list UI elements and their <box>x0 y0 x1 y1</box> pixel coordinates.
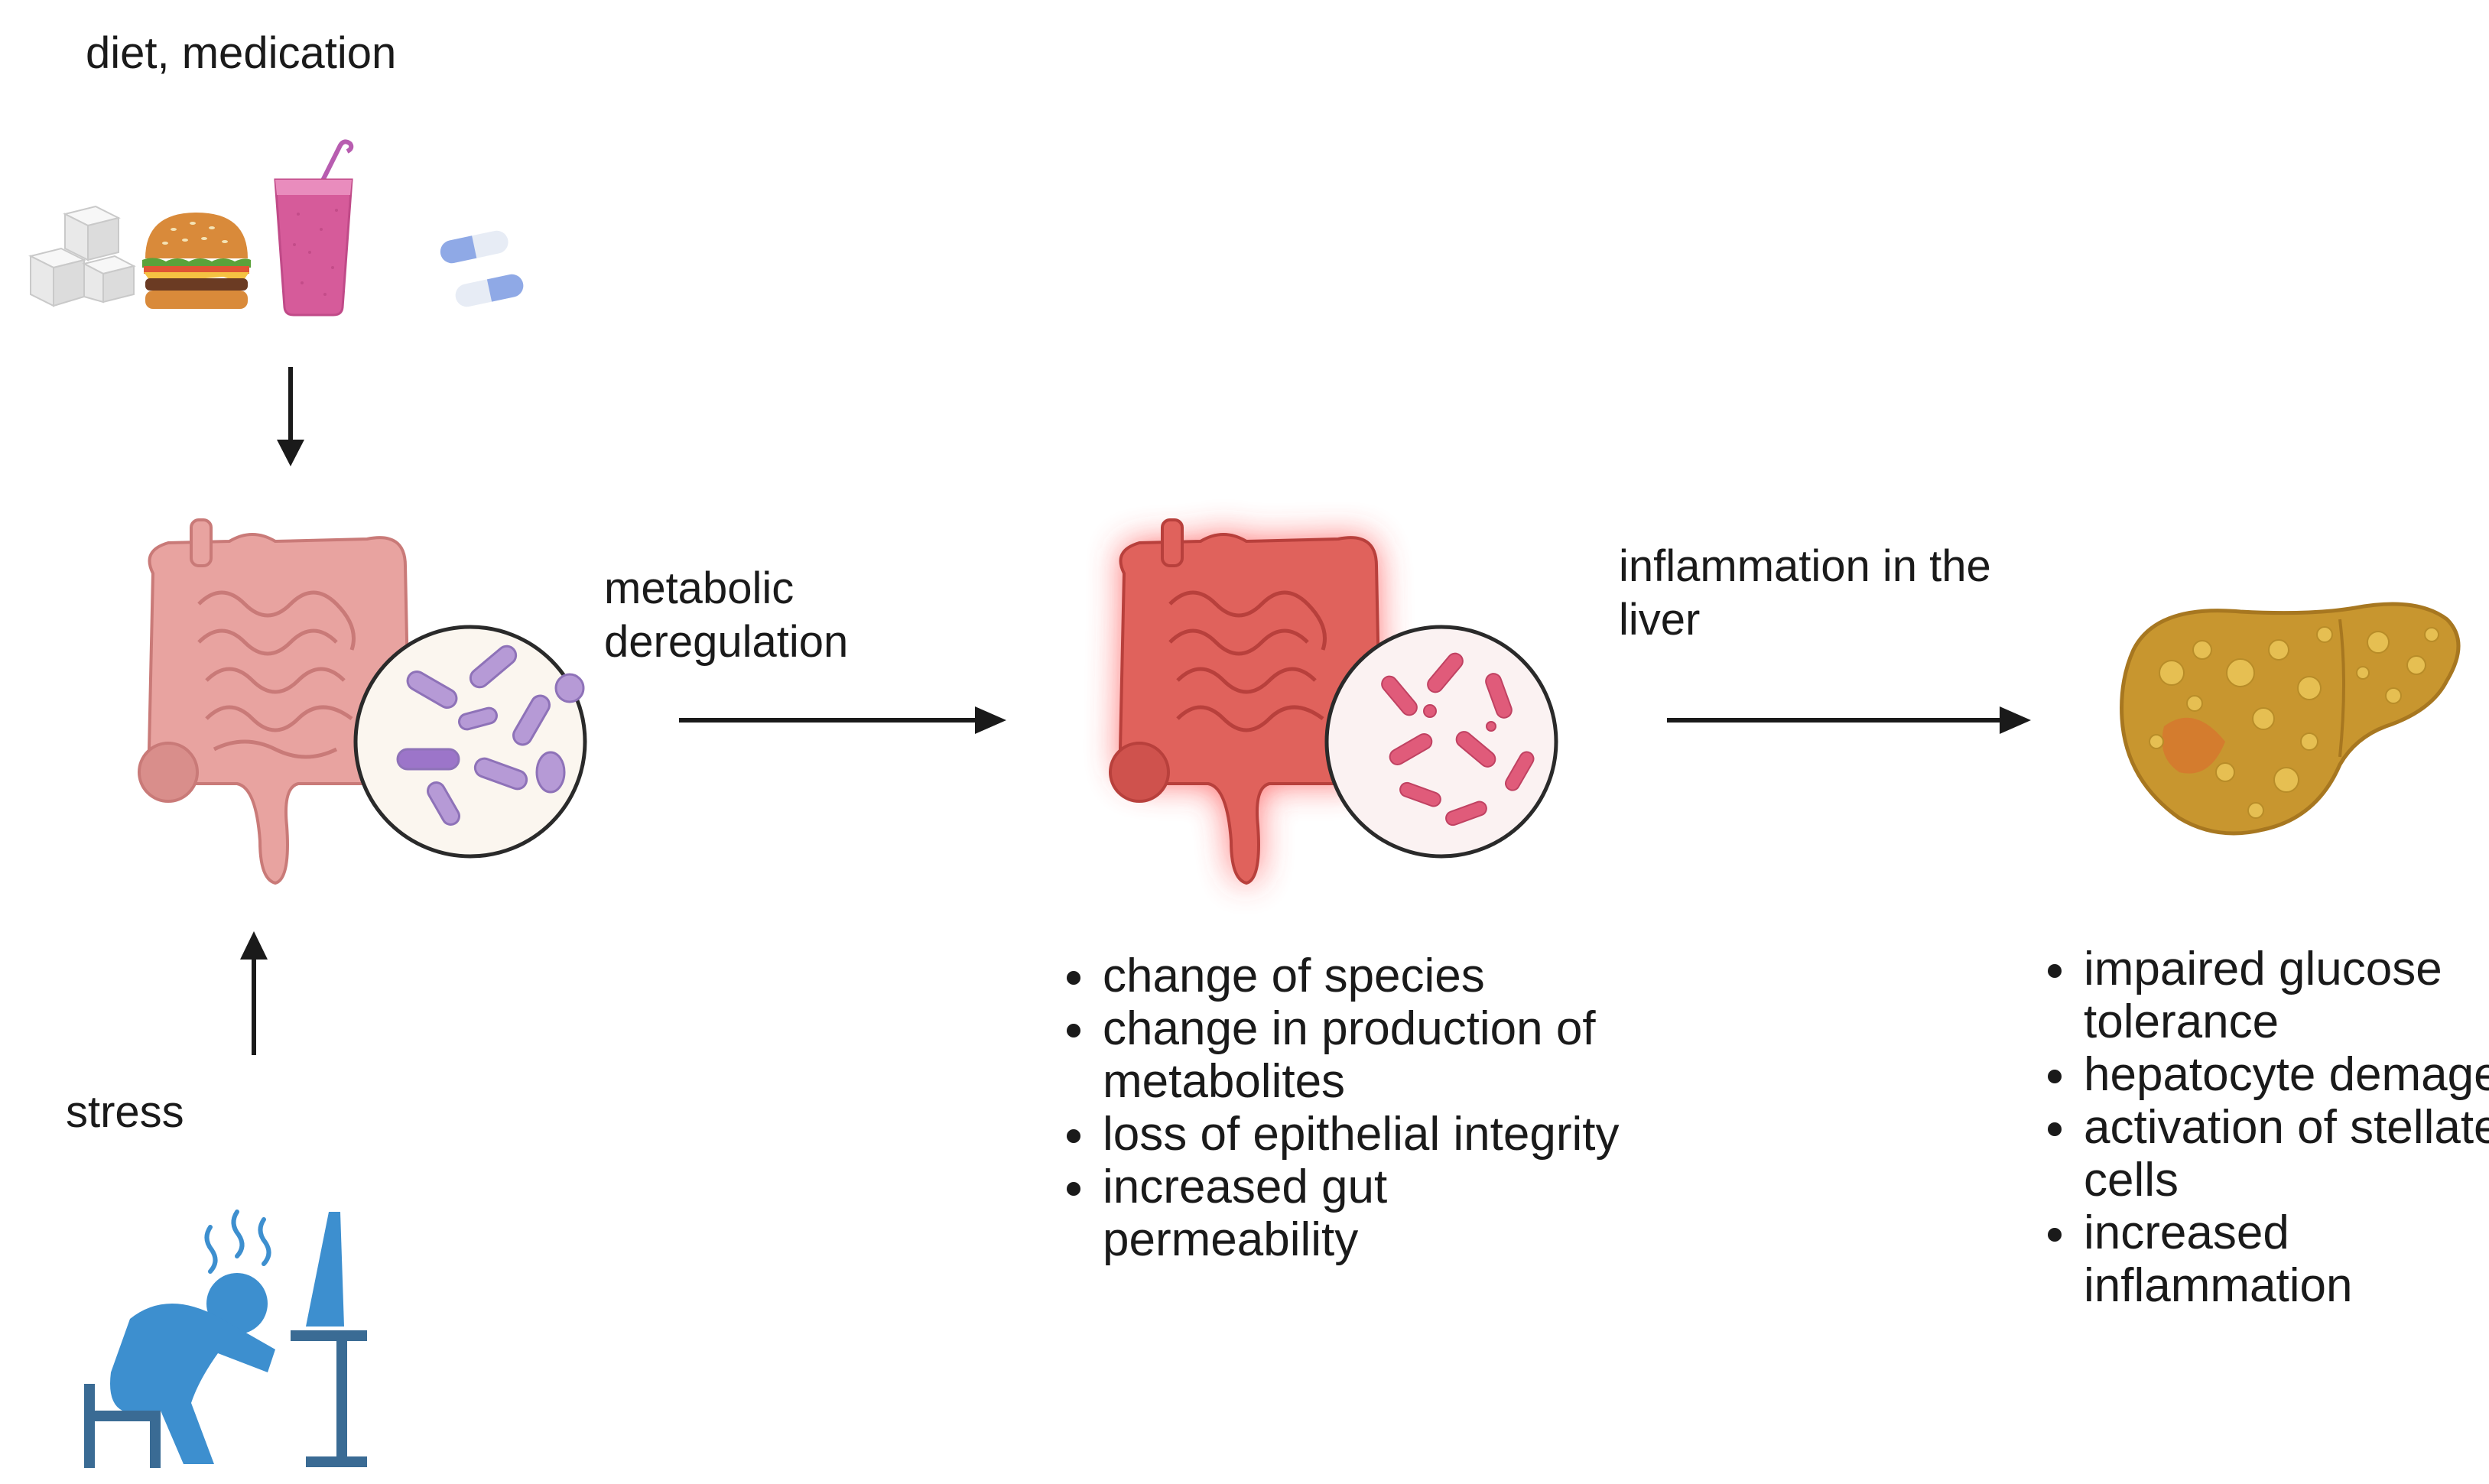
inflamed-gut-icon <box>1109 518 1558 885</box>
arrow-right-metabolic <box>679 706 1006 734</box>
arrow-down-diet <box>277 367 304 466</box>
liver-effect-item: increased inflammation <box>2081 1206 2489 1312</box>
gut-effect-item: loss of epithelial integrity <box>1100 1108 1635 1161</box>
inflammation-liver-label: inflammation in the liver <box>1619 541 1991 645</box>
fatty-liver-icon <box>2120 602 2461 836</box>
arrow-right-liver <box>1667 706 2031 734</box>
liver-effect-item: activation of stellate cells <box>2081 1101 2489 1206</box>
gut-effects-list: change of species change in production o… <box>1041 950 1635 1266</box>
gut-effect-item: change in production of metabolites <box>1100 1002 1635 1108</box>
pills-icon <box>440 230 524 307</box>
diet-medication-label: diet, medication <box>86 28 397 78</box>
liver-effect-item: hepatocyte demage <box>2081 1048 2489 1101</box>
liver-effect-item: impaired glucose tolerance <box>2081 943 2489 1048</box>
metabolic-deregulation-label: metabolic deregulation <box>604 563 849 667</box>
stressed-person-icon <box>84 1210 367 1468</box>
burger-icon <box>142 213 251 309</box>
sugar-cubes-icon <box>28 205 136 307</box>
gut-effect-item: change of species <box>1100 950 1635 1002</box>
healthy-gut-icon <box>138 518 587 885</box>
gut-effect-item: increased gut permeability <box>1100 1161 1635 1266</box>
arrow-up-stress <box>240 931 268 1055</box>
stress-label: stress <box>66 1087 184 1137</box>
liver-effects-list: impaired glucose tolerance hepatocyte de… <box>2023 943 2489 1312</box>
smoothie-glass-icon <box>274 139 354 317</box>
